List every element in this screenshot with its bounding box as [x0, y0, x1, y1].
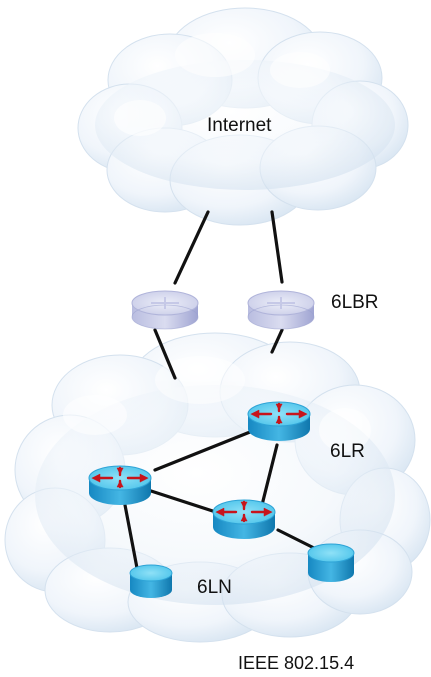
router-center-icon	[212, 499, 276, 539]
border-router-label: 6LBR	[331, 292, 379, 313]
link-router-top-router-center	[260, 443, 279, 507]
node-left-icon	[129, 564, 173, 598]
network-links	[123, 210, 320, 570]
link-router-left-router-center	[146, 488, 227, 517]
link-internet-border-router-1	[173, 210, 210, 285]
internet-label: Internet	[207, 115, 272, 136]
ieee-802154-cloud-icon	[4, 332, 431, 643]
border-router-1-icon	[131, 290, 199, 330]
internet-cloud-icon	[77, 7, 409, 226]
link-router-left-node	[123, 503, 139, 570]
link-router-left-router-top	[153, 428, 257, 472]
router-top-icon	[247, 401, 311, 441]
link-router-center-node	[276, 528, 320, 552]
link-border-router-2-lowpan	[270, 328, 284, 354]
link-internet-border-router-2	[270, 210, 284, 284]
router-left-icon	[88, 465, 152, 505]
network-label: IEEE 802.15.4	[238, 653, 355, 673]
border-router-2-icon	[247, 290, 315, 330]
router-label: 6LR	[330, 441, 365, 462]
node-label: 6LN	[197, 577, 232, 598]
link-border-router-1-lowpan	[153, 328, 177, 380]
node-right-icon	[307, 543, 355, 582]
